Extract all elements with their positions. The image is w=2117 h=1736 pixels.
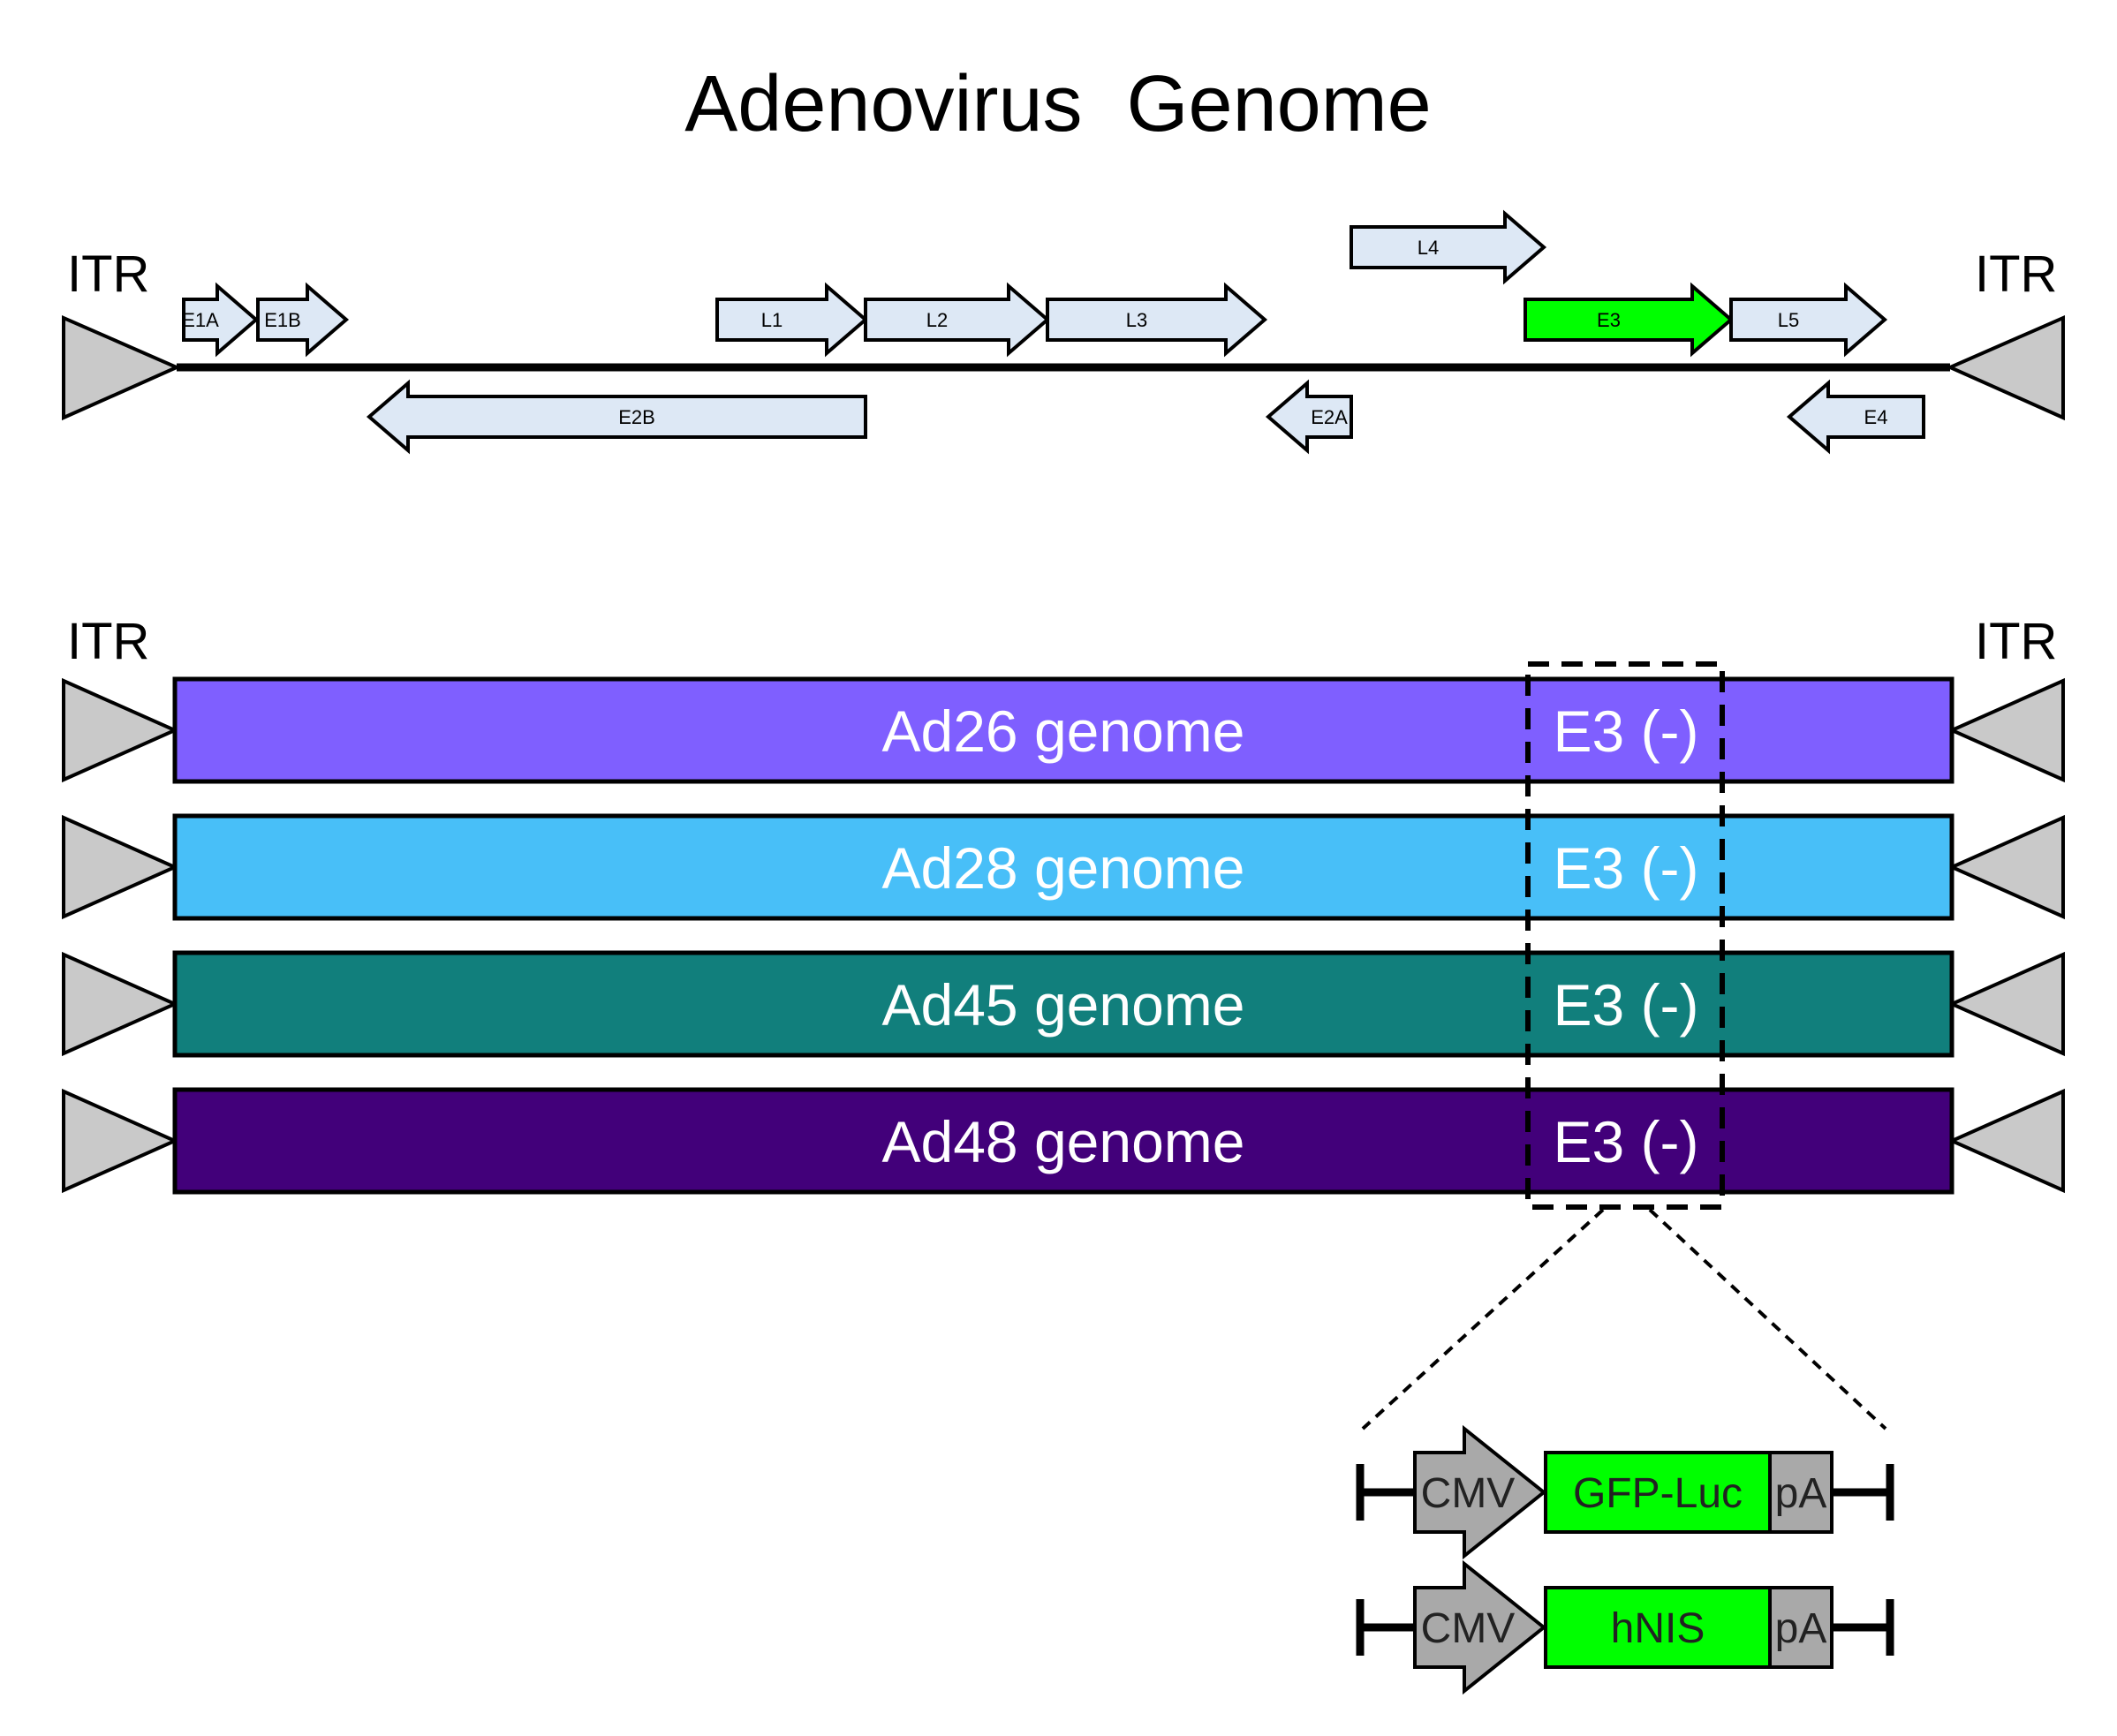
gene-l3-shape: [1046, 282, 1268, 358]
gene-e1a-label: E1A: [182, 309, 219, 331]
cassette-1: CMV GFP-Luc pA: [1356, 1424, 1894, 1560]
gene-l3: L3: [1046, 282, 1268, 358]
gene-l5-shape: [1729, 282, 1888, 358]
itr-left-triangle: [62, 814, 179, 920]
gene-e2b: E2B: [366, 379, 867, 455]
gene-e2b-shape: [366, 379, 867, 455]
genome-row-ad26: Ad26 genome E3 (-): [62, 676, 2065, 784]
gene-e4: E4: [1786, 379, 1925, 455]
polya-box: [1768, 1451, 1833, 1534]
gene-e4-shape: [1786, 379, 1925, 455]
gene-l2-shape: [864, 282, 1051, 358]
itr-label-right: ITR: [1975, 245, 2057, 303]
itr-left-triangle: [62, 1088, 179, 1194]
transgene-label: hNIS: [1611, 1605, 1705, 1652]
cassette-2: CMV hNIS pA: [1356, 1559, 1894, 1695]
itr-right-triangle: [1947, 1088, 2065, 1194]
itr-right-triangle: [1947, 814, 2065, 920]
itr-label-right-2: ITR: [1975, 613, 2057, 670]
itr-left-triangle: [62, 951, 179, 1057]
diagram-title: Adenovirus Genome: [684, 60, 1431, 148]
gene-e3-shape: [1523, 282, 1735, 358]
polya-label: pA: [1775, 1470, 1827, 1517]
itr-right-triangle: [1946, 314, 2065, 421]
gene-e3-label: E3: [1597, 309, 1621, 331]
zoom-line-right: [1648, 1208, 1887, 1430]
itr-label-left: ITR: [67, 245, 149, 303]
gene-l2: L2: [864, 282, 1051, 358]
transgene-label: GFP-Luc: [1573, 1470, 1743, 1517]
e3-deleted-label: E3 (-): [1554, 1109, 1699, 1174]
itr-label-left-2: ITR: [67, 613, 149, 670]
gene-e2a-label: E2A: [1311, 406, 1348, 428]
gene-l4-label: L4: [1418, 237, 1439, 259]
itr-left-triangle: [62, 677, 179, 783]
genome-label-ad28: Ad28 genome: [882, 835, 1245, 901]
itr-right-triangle: [1947, 677, 2065, 783]
polya-label: pA: [1775, 1605, 1827, 1652]
genome-bar-ad48: [172, 1087, 1954, 1195]
genome-bar-ad26: [172, 676, 1954, 784]
gene-e1b-label: E1B: [264, 309, 301, 331]
gene-e1a: E1A: [182, 282, 260, 358]
cmv-label: CMV: [1421, 1470, 1516, 1517]
polya-box: [1768, 1586, 1833, 1669]
gene-e1b: E1B: [256, 282, 350, 358]
gene-e3: E3: [1523, 282, 1735, 358]
genome-row-ad45: Ad45 genome E3 (-): [62, 950, 2065, 1058]
genome-label-ad48: Ad48 genome: [882, 1109, 1245, 1174]
gene-l5-label: L5: [1778, 309, 1799, 331]
gene-l1: L1: [715, 282, 869, 358]
genome-bar-ad28: [172, 813, 1954, 921]
e3-deleted-label: E3 (-): [1554, 835, 1699, 901]
gene-l4-shape: [1350, 209, 1547, 285]
genome-bar-ad45: [172, 950, 1954, 1058]
genome-row-ad28: Ad28 genome E3 (-): [62, 813, 2065, 921]
gene-e4-label: E4: [1864, 406, 1888, 428]
genome-label-ad26: Ad26 genome: [882, 698, 1245, 764]
gene-e2b-label: E2B: [618, 406, 655, 428]
e3-deleted-label: E3 (-): [1554, 972, 1699, 1038]
itr-right-triangle: [1947, 951, 2065, 1057]
transgene-box: [1544, 1451, 1772, 1534]
cmv-promoter-arrow: [1413, 1559, 1547, 1695]
cmv-promoter-arrow: [1413, 1424, 1547, 1560]
transgene-cassettes: CMV GFP-Luc pA CMV hNIS pA: [1356, 1424, 1894, 1695]
gene-l1-label: L1: [761, 309, 783, 331]
vector-genomes: ITR ITR Ad26 genome E3 (-) Ad28 genome E3 (…: [62, 613, 2065, 1210]
gene-e2a-shape: [1265, 379, 1353, 455]
gene-l4: L4: [1350, 209, 1547, 285]
gene-e1b-shape: [256, 282, 350, 358]
zoom-line-left: [1361, 1208, 1605, 1430]
transgene-box: [1544, 1586, 1772, 1669]
itr-left-triangle: [62, 314, 181, 421]
genome-row-ad48: Ad48 genome E3 (-): [62, 1087, 2065, 1195]
genome-label-ad45: Ad45 genome: [882, 972, 1245, 1038]
e3-deleted-label: E3 (-): [1554, 698, 1699, 764]
cmv-label: CMV: [1421, 1605, 1516, 1652]
gene-e2a: E2A: [1265, 379, 1353, 455]
gene-l1-shape: [715, 282, 869, 358]
gene-l3-label: L3: [1126, 309, 1147, 331]
gene-e1a-shape: [182, 282, 260, 358]
gene-l2-label: L2: [926, 309, 948, 331]
gene-l5: L5: [1729, 282, 1888, 358]
